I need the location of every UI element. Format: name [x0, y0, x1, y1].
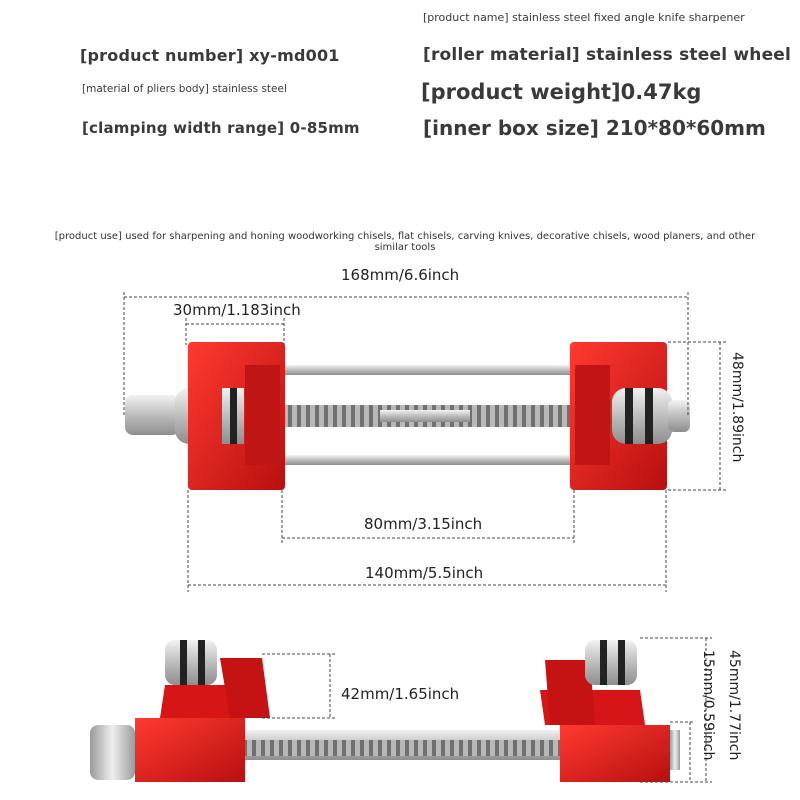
inner-box-size: [inner box size] 210*80*60mm: [423, 116, 766, 140]
product-use-line1: [product use] used for sharpening and ho…: [54, 231, 756, 242]
dim-side-height: 45mm/1.77inch: [726, 650, 742, 761]
dim-base-height: 15mm/0.59inch: [700, 650, 716, 761]
dim-jaw-height: 42mm/1.65inch: [341, 685, 460, 703]
dim-inner-span: 80mm/3.15inch: [364, 515, 483, 533]
clamping-width: [clamping width range] 0-85mm: [82, 119, 360, 137]
dim-height-top: 48mm/1.89inch: [729, 352, 745, 463]
product-weight: [product weight]0.47kg: [421, 80, 702, 104]
left-knob: [125, 395, 180, 435]
roller-material: [roller material] stainless steel wheel: [423, 45, 792, 65]
product-name: [product name] stainless steel fixed ang…: [423, 11, 745, 24]
product-use-line2: similar tools: [374, 242, 436, 253]
dim-jaw-width: 30mm/1.183inch: [173, 301, 301, 319]
dim-overall-length: 168mm/6.6inch: [341, 266, 460, 284]
product-use: [product use] used for sharpening and ho…: [20, 231, 790, 253]
dim-base-length: 140mm/5.5inch: [365, 564, 484, 582]
product-number: [product number] xy-md001: [80, 46, 340, 65]
dimension-lines: [123, 292, 728, 783]
side-view: [90, 640, 680, 782]
top-view: [125, 342, 690, 490]
body-material: [material of pliers body] stainless stee…: [82, 83, 287, 95]
